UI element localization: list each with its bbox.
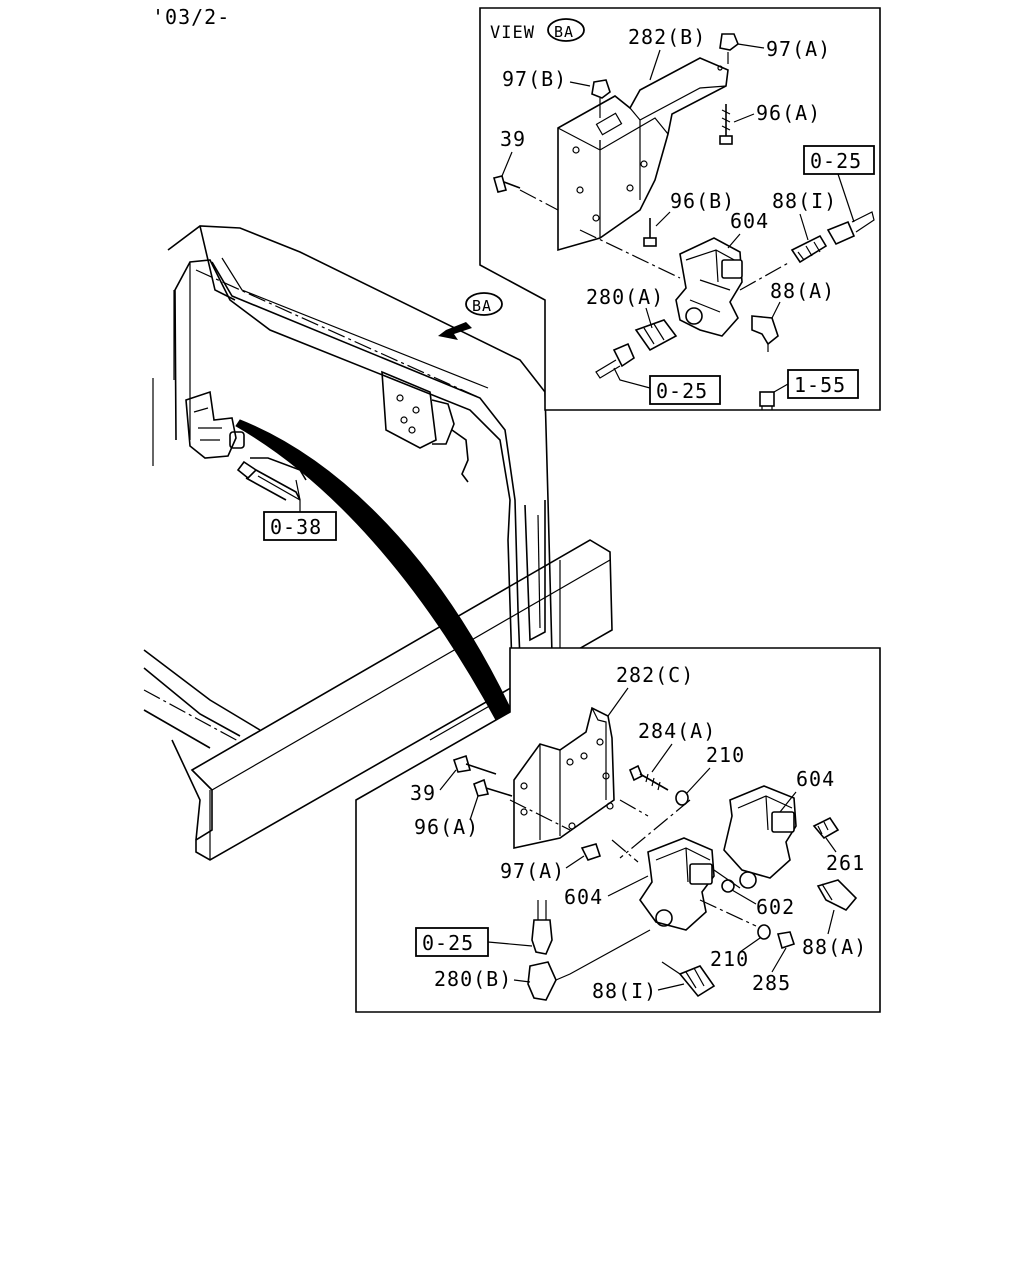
label-88i: 88(I)	[772, 189, 837, 213]
view-tag: BA	[554, 23, 574, 41]
label-210a: 210	[706, 743, 745, 767]
label-97a: 97(A)	[500, 859, 565, 883]
ref-1-55: 1-55	[794, 373, 846, 397]
ref-box-0-25-mid	[649, 375, 721, 405]
ref-0-25-mid: 0-25	[656, 379, 708, 403]
label-261: 261	[826, 851, 865, 875]
ref-0-25-top: 0-25	[810, 149, 862, 173]
view-title: VIEW	[490, 23, 535, 43]
ref-0-38: 0-38	[270, 515, 322, 539]
label-88i: 88(I)	[592, 979, 657, 1003]
label-284a: 284(A)	[638, 719, 716, 743]
frame-overview: BA 0-38	[143, 225, 613, 861]
label-96a: 96(A)	[756, 101, 821, 125]
label-39: 39	[500, 127, 526, 151]
label-97b: 97(B)	[502, 67, 567, 91]
label-88a: 88(A)	[802, 935, 867, 959]
label-282c: 282(C)	[616, 663, 694, 687]
detail-leader-curve	[235, 419, 513, 721]
label-39: 39	[410, 781, 436, 805]
diagram-code: '03/2-	[152, 5, 230, 29]
label-96b: 96(B)	[670, 189, 735, 213]
label-604a: 604	[796, 767, 835, 791]
label-210b: 210	[710, 947, 749, 971]
label-88a: 88(A)	[770, 279, 835, 303]
view-ba-panel: VIEW BA	[479, 7, 881, 411]
label-282b: 282(B)	[628, 25, 706, 49]
arrow-view-tag: BA	[472, 297, 492, 315]
label-96a: 96(A)	[414, 815, 479, 839]
label-280a: 280(A)	[586, 285, 664, 309]
label-285: 285	[752, 971, 791, 995]
label-602: 602	[756, 895, 795, 919]
detail-panel: 282(C) 284(A) 210 604 39 96(A) 261 97(A)…	[355, 647, 881, 1013]
label-604b: 604	[564, 885, 603, 909]
label-604: 604	[730, 209, 769, 233]
label-97a: 97(A)	[766, 37, 831, 61]
ref-box-1-55	[787, 369, 859, 399]
ref-box-0-25-top	[803, 145, 875, 175]
ref-0-25-detail: 0-25	[422, 931, 474, 955]
label-280b: 280(B)	[434, 967, 512, 991]
ref-box-0-38	[263, 511, 337, 541]
view-arrow-icon	[438, 322, 472, 340]
